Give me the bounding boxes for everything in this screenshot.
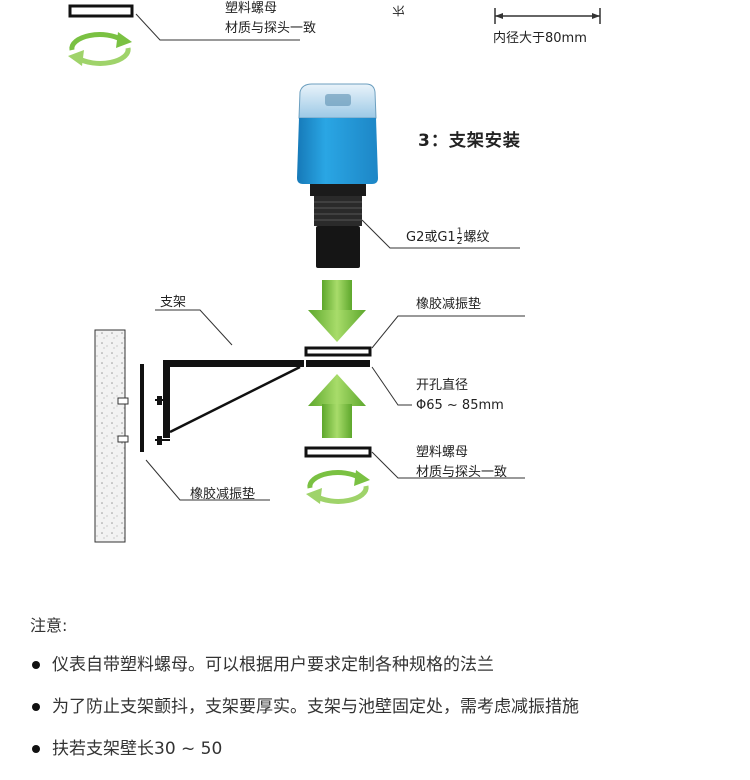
- rotate-arrows-icon: [306, 470, 370, 504]
- rubber-pad-top-shape: [304, 346, 372, 357]
- bracket-shape: [140, 360, 370, 452]
- thread-fraction-num: 1: [456, 227, 463, 238]
- rubber-pad-bottom-label: 橡胶减振垫: [190, 487, 256, 502]
- rotate-arrows-icon: [68, 32, 132, 66]
- top-nut-shape: [68, 4, 134, 18]
- note-item: 扶若支架壁长30 ~ 50: [30, 738, 730, 780]
- note-item: 仪表自带塑料螺母。可以根据用户要求定制各种规格的法兰: [30, 654, 730, 696]
- thread-label-prefix: G2或G1: [406, 230, 456, 245]
- thread-fraction-den: 2: [456, 237, 463, 247]
- down-arrow-icon: [308, 280, 366, 342]
- note-text: 扶若支架壁长30 ~ 50: [52, 739, 223, 759]
- rubber-pad-leader: [371, 315, 525, 349]
- plastic-nut-label: 塑料螺母: [416, 445, 469, 460]
- section-title: 3：支架安装: [418, 131, 521, 151]
- note-text: 为了防止支架颤抖，支架要厚实。支架与池壁固定处，需考虑减振措施: [52, 697, 579, 717]
- notes-section: 注意: 仪表自带塑料螺母。可以根据用户要求定制各种规格的法兰 为了防止支架颤抖，…: [30, 612, 730, 780]
- top-nut-label-1: 塑料螺母: [225, 1, 278, 16]
- hole-diameter-value: Φ65 ~ 85mm: [416, 398, 504, 413]
- notes-list: 仪表自带塑料螺母。可以根据用户要求定制各种规格的法兰 为了防止支架颤抖，支架要厚…: [30, 654, 730, 780]
- nut-leader: [371, 451, 525, 479]
- bullet-icon: [32, 661, 40, 669]
- pool-wall: [94, 329, 129, 543]
- up-arrow-icon: [308, 374, 366, 438]
- bracket-leader: [155, 309, 233, 346]
- bullet-icon: [32, 745, 40, 753]
- thread-label-suffix: 螺纹: [463, 230, 490, 245]
- hole-leader: [371, 366, 412, 406]
- top-diagram: [68, 4, 601, 66]
- bracket-label: 支架: [160, 295, 187, 310]
- bracket-install-diagram: [94, 83, 525, 543]
- plastic-nut-material-label: 材质与探头一致: [416, 465, 508, 480]
- thread-leader: [361, 219, 520, 249]
- note-item: 为了防止支架颤抖，支架要厚实。支架与池壁固定处，需考虑减振措施: [30, 696, 730, 738]
- notes-heading: 注意:: [30, 616, 68, 635]
- top-vertical-char: 长: [392, 4, 407, 18]
- bullet-icon: [32, 703, 40, 711]
- rubber-pad-bottom-leader: [145, 459, 270, 501]
- top-nut-leader: [135, 13, 300, 41]
- top-nut-label-2: 材质与探头一致: [225, 21, 317, 36]
- note-text: 仪表自带塑料螺母。可以根据用户要求定制各种规格的法兰: [52, 655, 494, 675]
- plastic-nut-shape: [304, 446, 372, 458]
- ultrasonic-sensor: [297, 83, 378, 268]
- rubber-pad-label: 橡胶减振垫: [416, 297, 482, 312]
- hole-diameter-label: 开孔直径: [416, 378, 469, 393]
- inner-diameter-label: 内径大于80mm: [493, 31, 587, 46]
